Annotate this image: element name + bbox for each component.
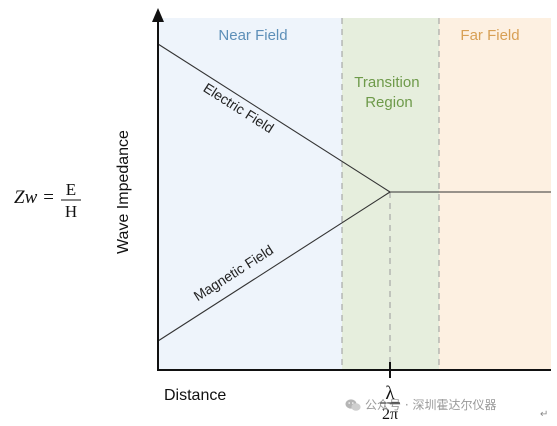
formula-lhs: Zw = bbox=[14, 187, 55, 208]
y-axis-arrow-icon bbox=[152, 8, 164, 22]
electric-field-line bbox=[157, 43, 391, 193]
tick-label-denominator: 2π bbox=[382, 406, 398, 423]
formula-denominator: H bbox=[65, 202, 77, 221]
watermark-text: 公众号 · 深圳霍达尔仪器 bbox=[365, 398, 497, 412]
transition-region-label: Transition Region bbox=[354, 74, 423, 111]
return-symbol: ↵ bbox=[540, 409, 549, 420]
transition-label-line-2: Region bbox=[365, 94, 413, 111]
y-axis-label: Wave Impedance bbox=[115, 130, 132, 254]
near-field-label: Near Field bbox=[218, 27, 287, 44]
formula-numerator: E bbox=[66, 180, 76, 199]
far-field-region bbox=[439, 18, 551, 370]
x-axis-label: Distance bbox=[164, 387, 226, 404]
watermark: 公众号 · 深圳霍达尔仪器 bbox=[345, 396, 496, 413]
far-field-label: Far Field bbox=[460, 27, 519, 44]
magnetic-field-line bbox=[157, 191, 391, 342]
wechat-icon bbox=[345, 398, 361, 411]
near-field-region bbox=[158, 18, 342, 370]
transition-label-line-1: Transition bbox=[354, 74, 419, 91]
tick-label-numerator: λ bbox=[385, 383, 395, 404]
